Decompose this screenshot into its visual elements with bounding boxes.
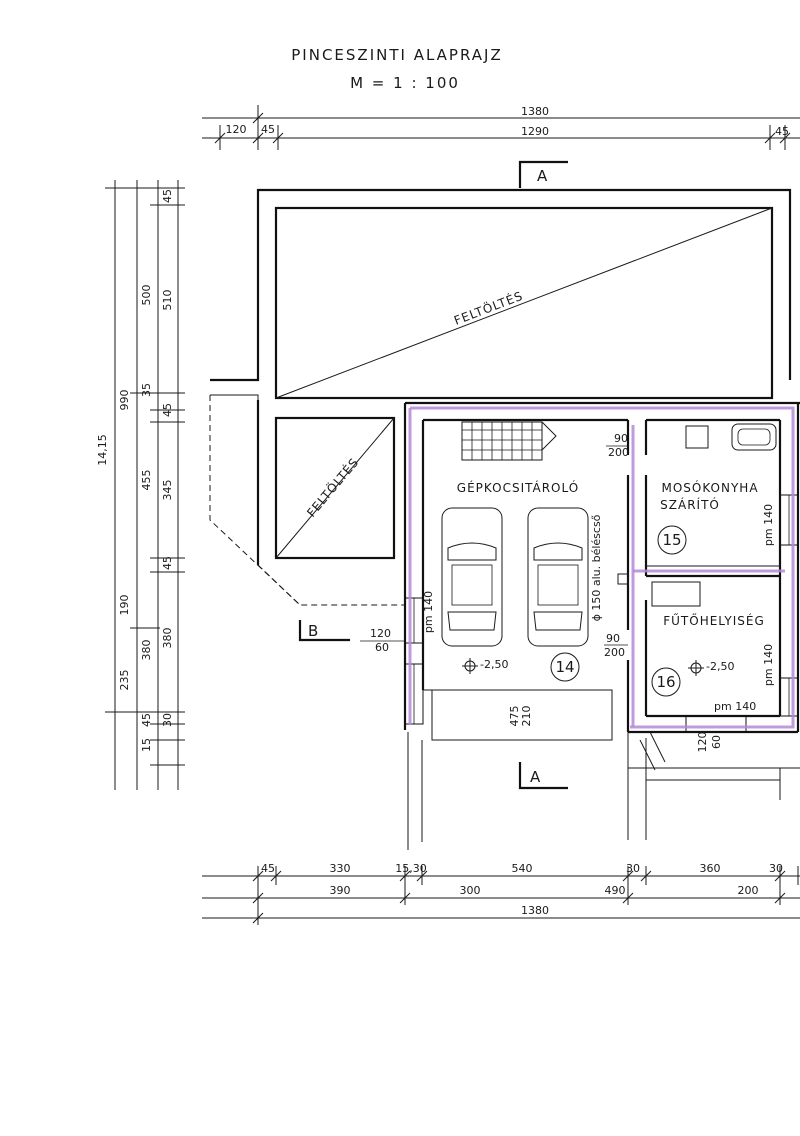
room-15-laundry: MOSÓKONYHA SZÁRÍTÓ 15 pm 140 90 200 xyxy=(606,423,777,555)
dim-bottom-330: 330 xyxy=(330,862,351,875)
fill-area-upper: FELTÖLTÉS FELTÖLTÉS xyxy=(209,188,792,606)
room-16-boiler: FŰTŐHELYISÉG -2,50 16 pm 140 pm 140 90 2… xyxy=(604,573,775,713)
dim-top-total: 1380 xyxy=(521,105,549,118)
dim-top-inner: 1290 xyxy=(521,125,549,138)
window-bottom-height: 60 xyxy=(710,735,723,749)
dim-left-1415: 14,15 xyxy=(96,434,109,466)
dim-left-190: 190 xyxy=(118,595,131,616)
pm-left: pm 140 xyxy=(422,591,435,633)
dim-bottom-300: 300 xyxy=(460,884,481,897)
dim-left-30: 30 xyxy=(161,713,174,727)
top-dimension-chain: 1380 1290 120 45 45 xyxy=(202,105,800,150)
dim-bottom-1530: 15,30 xyxy=(395,862,427,875)
drawing-title: PINCESZINTI ALAPRAJZ xyxy=(291,46,502,64)
dim-left-45a: 45 xyxy=(161,189,174,203)
section-mark-b: B 120 60 xyxy=(298,620,405,654)
dim-left-35: 35 xyxy=(140,383,153,397)
dim-bottom-390: 390 xyxy=(330,884,351,897)
room-14-number: 14 xyxy=(555,658,574,676)
room-14-badge xyxy=(550,652,580,682)
dim-bottom-30a: 30 xyxy=(626,862,640,875)
room-14-level: -2,50 xyxy=(480,658,508,671)
room-15-name-line2: SZÁRÍTÓ xyxy=(660,497,720,512)
lower-details: 120 60 xyxy=(407,732,800,850)
room-15-badge xyxy=(657,525,687,555)
door2-width: 90 xyxy=(606,632,620,645)
dim-left-455: 455 xyxy=(140,470,153,491)
pipe-note: ϕ 150 alu. béléscső xyxy=(590,514,603,621)
room-15-name-line1: MOSÓKONYHA xyxy=(661,480,758,495)
level-mark-14: -2,50 xyxy=(462,658,508,674)
stairs xyxy=(461,421,557,461)
dim-bottom-45: 45 xyxy=(261,862,275,875)
section-a-top-label: A xyxy=(537,167,548,185)
door1-width: 90 xyxy=(614,432,628,445)
room-14-name: GÉPKOCSITÁROLÓ xyxy=(457,480,579,495)
room-16-number: 16 xyxy=(656,673,675,691)
dim-top-left2: 45 xyxy=(261,123,275,136)
dim-left-15: 15 xyxy=(140,738,153,752)
dim-left-380b: 380 xyxy=(161,628,174,649)
left-dimension-chain: 990 14,15 500 510 45 35 45 455 345 45 19… xyxy=(96,180,185,790)
room-16-level: -2,50 xyxy=(706,660,734,673)
dim-left-345: 345 xyxy=(161,480,174,501)
dim-top-right: 45 xyxy=(775,125,789,138)
dim-left-990: 990 xyxy=(118,390,131,411)
car-1-icon xyxy=(441,507,503,647)
section-mark-a-bottom: A xyxy=(518,762,568,790)
pm-bottom: pm 140 xyxy=(714,700,756,713)
window-bottom-width: 120 xyxy=(696,732,709,753)
dim-left-510: 510 xyxy=(161,290,174,311)
section-b-label: B xyxy=(308,622,318,640)
dim-left-235: 235 xyxy=(118,670,131,691)
garage-door-height: 210 xyxy=(520,706,533,727)
dim-bottom-30b: 30 xyxy=(769,862,783,875)
basement-walls xyxy=(403,401,800,741)
car-2-icon xyxy=(527,507,589,647)
dim-left-380a: 380 xyxy=(140,640,153,661)
dim-left-45d: 45 xyxy=(140,713,153,727)
dim-bottom-490: 490 xyxy=(605,884,626,897)
door2-height: 200 xyxy=(604,646,625,659)
room-14-garage: GÉPKOCSITÁROLÓ -2,50 14 475 210 ϕ 150 al… xyxy=(422,480,603,727)
pm-right-lower: pm 140 xyxy=(762,644,775,686)
dim-left-500: 500 xyxy=(140,285,153,306)
garage-door-width: 475 xyxy=(508,706,521,727)
bottom-dimension-chain: 45 330 15,30 540 30 360 30 390 300 490 2… xyxy=(202,862,800,925)
dim-bottom-total: 1380 xyxy=(521,904,549,917)
room-16-name: FŰTŐHELYISÉG xyxy=(663,613,765,628)
fill-label-lower: FELTÖLTÉS xyxy=(303,454,362,520)
level-mark-16: -2,50 xyxy=(688,660,734,676)
sink-icon xyxy=(731,423,777,451)
boiler-icon xyxy=(651,581,701,607)
room-16-badge xyxy=(651,667,681,697)
dim-bottom-540: 540 xyxy=(512,862,533,875)
dim-top-left: 120 xyxy=(226,123,247,136)
dim-bottom-200: 200 xyxy=(738,884,759,897)
drawing-scale: M = 1 : 100 xyxy=(350,74,460,92)
section-mark-a-top: A xyxy=(518,160,568,188)
door1-height: 200 xyxy=(608,446,629,459)
dim-bottom-360: 360 xyxy=(700,862,721,875)
pm-right-upper: pm 140 xyxy=(762,504,775,546)
dim-left-45b: 45 xyxy=(161,403,174,417)
window-b-width: 120 xyxy=(370,627,391,640)
chimney-icon xyxy=(617,573,629,585)
washer-icon xyxy=(685,425,709,449)
room-15-number: 15 xyxy=(662,531,681,549)
window-b-height: 60 xyxy=(375,641,389,654)
dim-left-45c: 45 xyxy=(161,556,174,570)
section-a-bottom-label: A xyxy=(530,768,541,786)
